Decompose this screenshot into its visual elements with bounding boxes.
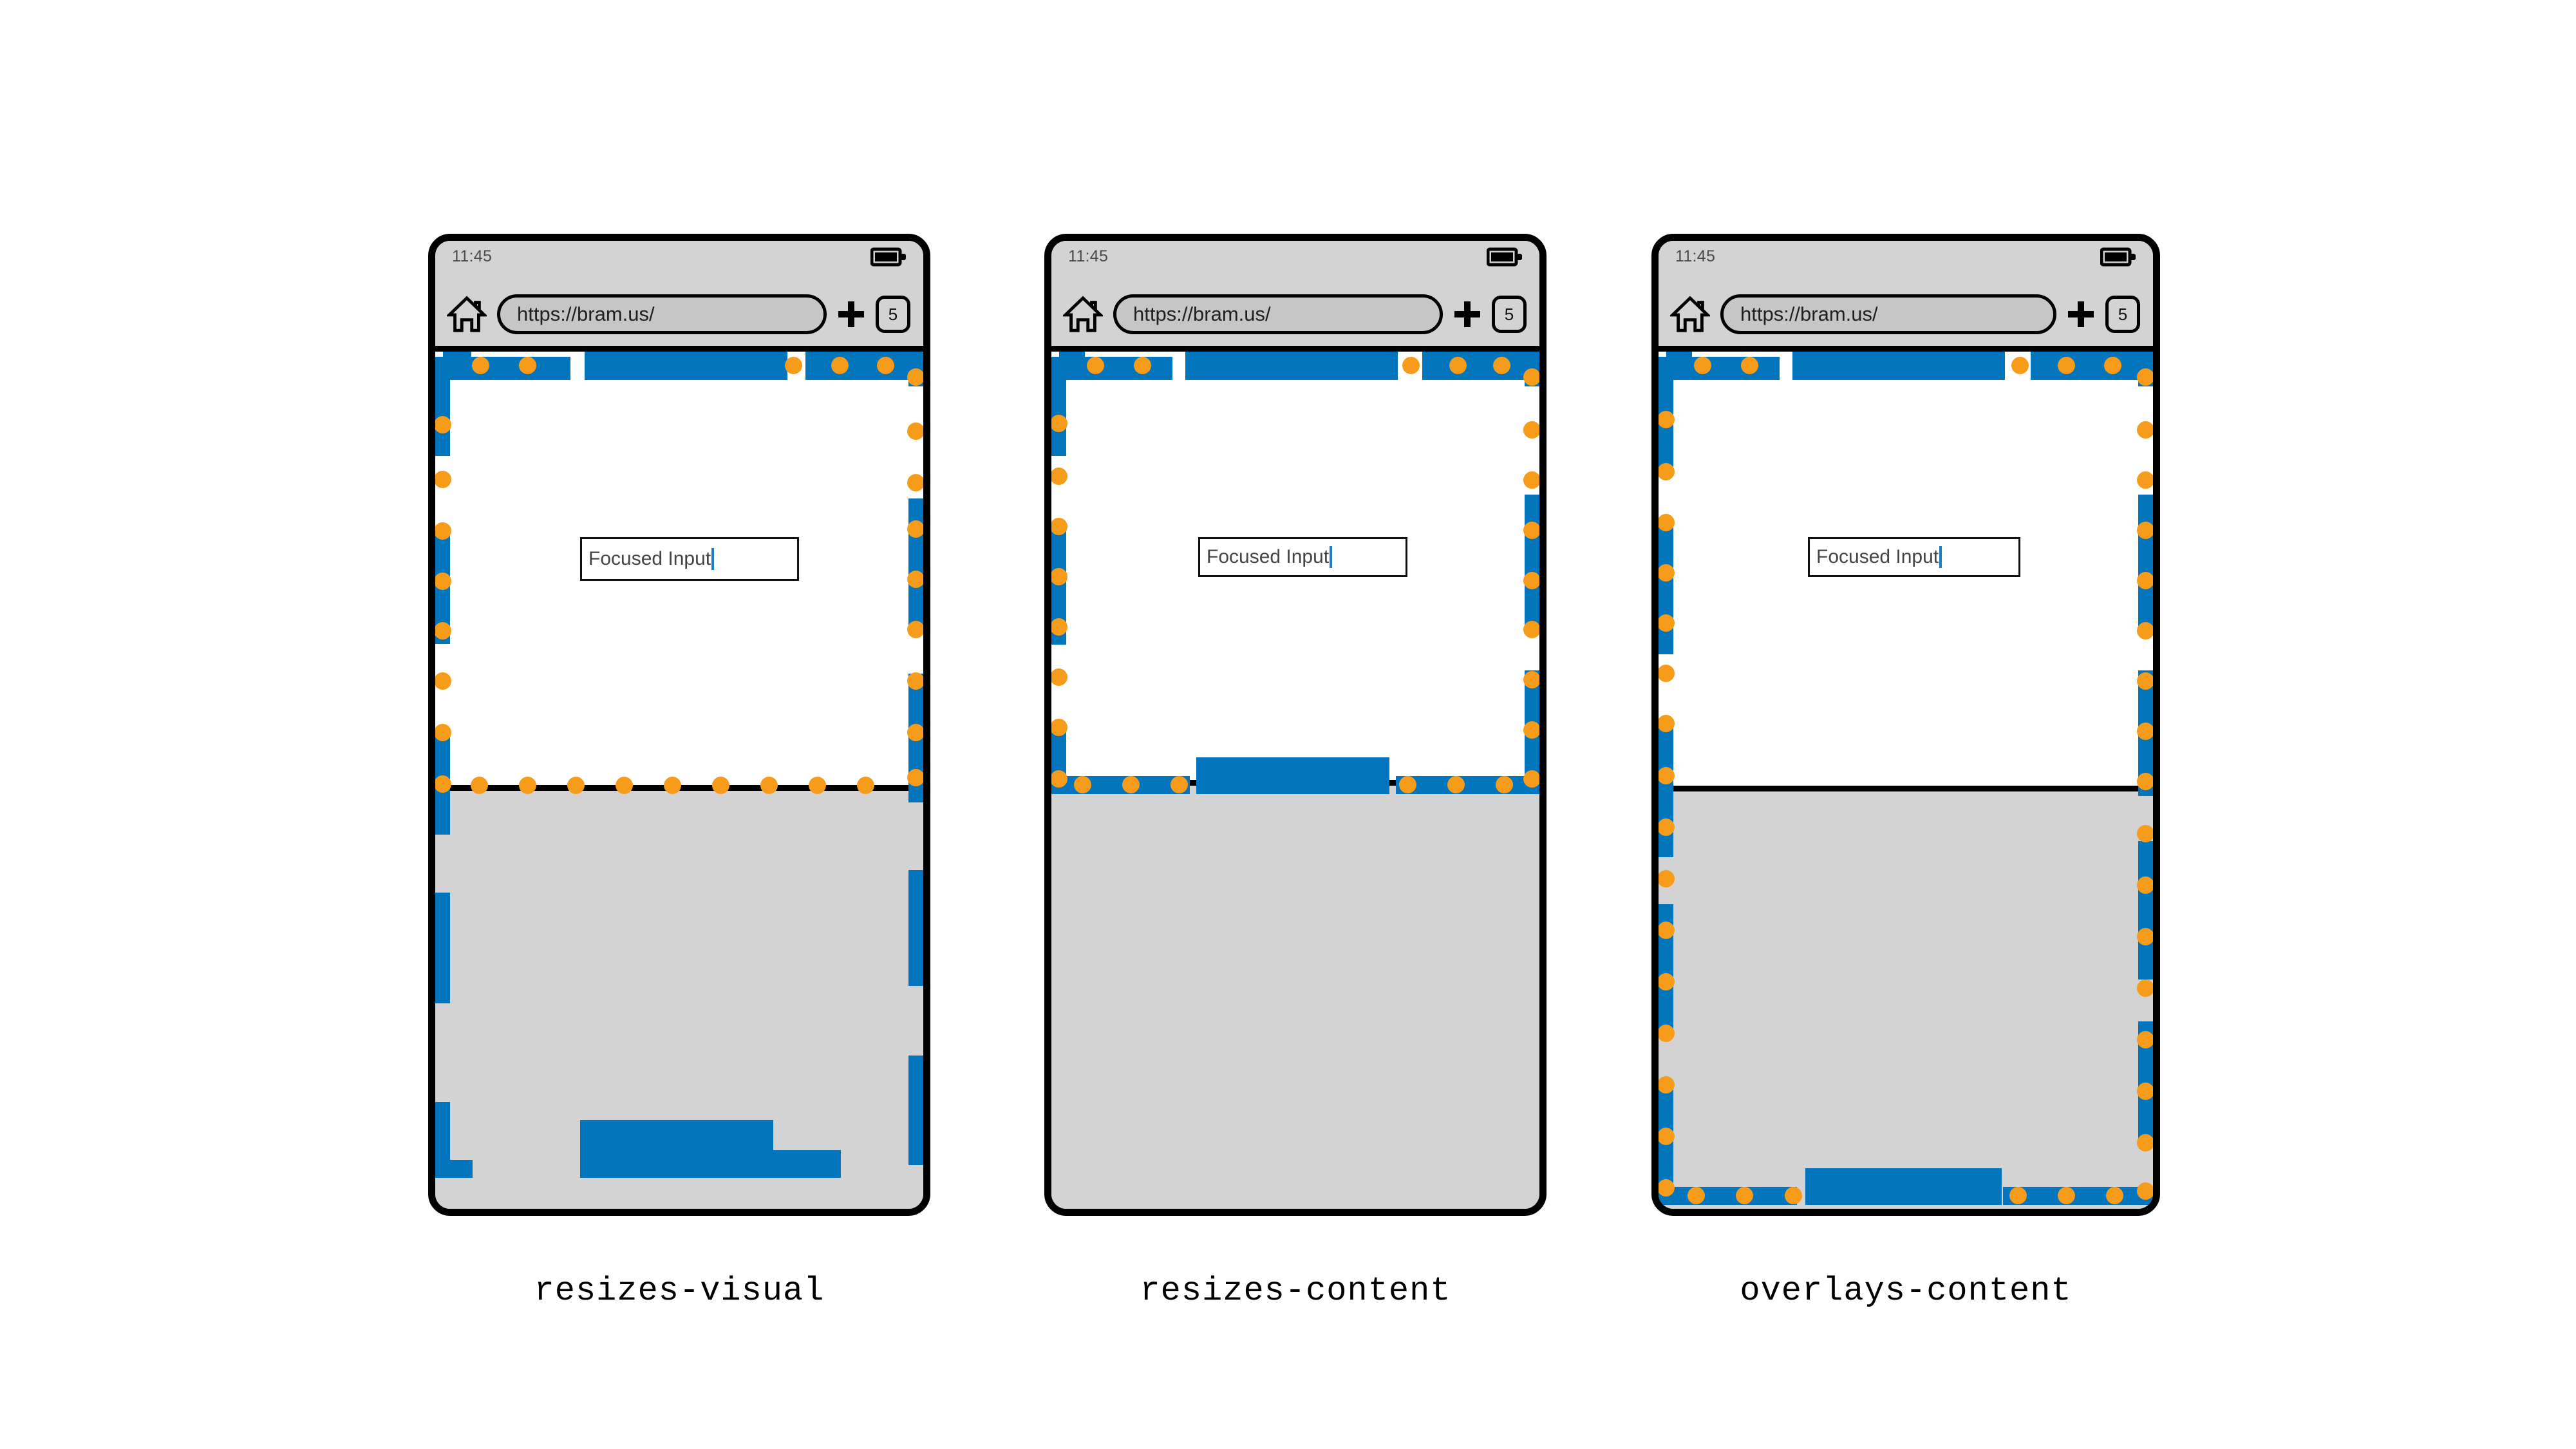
browser-chrome-3: 11:45 https://bram.us/ 5 xyxy=(1659,241,2153,352)
tab-count-button[interactable]: 5 xyxy=(1492,296,1527,333)
browser-chrome-1: 11:45 https://bram.us/ 5 xyxy=(435,241,923,352)
tab-count-button[interactable]: 5 xyxy=(876,296,910,333)
plus-icon[interactable] xyxy=(2065,299,2096,330)
browser-toolbar-3: https://bram.us/ 5 xyxy=(1659,287,2153,342)
focused-input-1[interactable]: Focused Input xyxy=(580,537,799,581)
text-caret xyxy=(711,548,715,570)
home-icon[interactable] xyxy=(1063,294,1103,334)
browser-chrome-2: 11:45 https://bram.us/ 5 xyxy=(1051,241,1539,352)
focused-input-value: Focused Input xyxy=(1207,546,1330,567)
tab-count-label: 5 xyxy=(888,304,898,324)
tab-count-button[interactable]: 5 xyxy=(2105,296,2140,333)
focused-input-value: Focused Input xyxy=(588,548,711,569)
focused-input-2[interactable]: Focused Input xyxy=(1198,537,1407,577)
battery-full-icon xyxy=(2100,247,2136,267)
browser-toolbar-1: https://bram.us/ 5 xyxy=(435,287,923,342)
home-icon[interactable] xyxy=(447,294,487,334)
battery-full-icon xyxy=(870,247,906,267)
browser-toolbar-2: https://bram.us/ 5 xyxy=(1051,287,1539,342)
battery-full-icon xyxy=(1487,247,1522,267)
url-bar[interactable]: https://bram.us/ xyxy=(497,294,827,334)
virtual-keyboard-3[interactable] xyxy=(1659,786,2153,1209)
url-text: https://bram.us/ xyxy=(1740,303,1878,325)
focused-input-value: Focused Input xyxy=(1816,546,1939,567)
url-text: https://bram.us/ xyxy=(517,303,655,325)
status-time: 11:45 xyxy=(1675,247,1716,265)
url-bar[interactable]: https://bram.us/ xyxy=(1113,294,1443,334)
url-text: https://bram.us/ xyxy=(1133,303,1271,325)
caption-overlays-content: overlays-content xyxy=(1740,1272,2072,1310)
status-time: 11:45 xyxy=(452,247,493,265)
phone-resizes-visual: 11:45 https://bram.us/ 5 xyxy=(428,234,930,1216)
focused-input-3[interactable]: Focused Input xyxy=(1808,537,2020,577)
caption-resizes-content: resizes-content xyxy=(1140,1272,1451,1310)
home-icon[interactable] xyxy=(1670,294,1710,334)
text-caret xyxy=(1330,546,1333,568)
url-bar[interactable]: https://bram.us/ xyxy=(1720,294,2056,334)
phone-resizes-content: 11:45 https://bram.us/ 5 xyxy=(1044,234,1547,1216)
text-caret xyxy=(1939,546,1942,568)
phone-overlays-content: 11:45 https://bram.us/ 5 xyxy=(1651,234,2160,1216)
plus-icon[interactable] xyxy=(1452,299,1483,330)
caption-resizes-visual: resizes-visual xyxy=(534,1272,825,1310)
tab-count-label: 5 xyxy=(2118,304,2128,324)
status-time: 11:45 xyxy=(1068,247,1109,265)
plus-icon[interactable] xyxy=(836,299,867,330)
virtual-keyboard-1[interactable] xyxy=(435,785,923,1209)
tab-count-label: 5 xyxy=(1504,304,1514,324)
virtual-keyboard-2[interactable] xyxy=(1051,780,1539,1209)
